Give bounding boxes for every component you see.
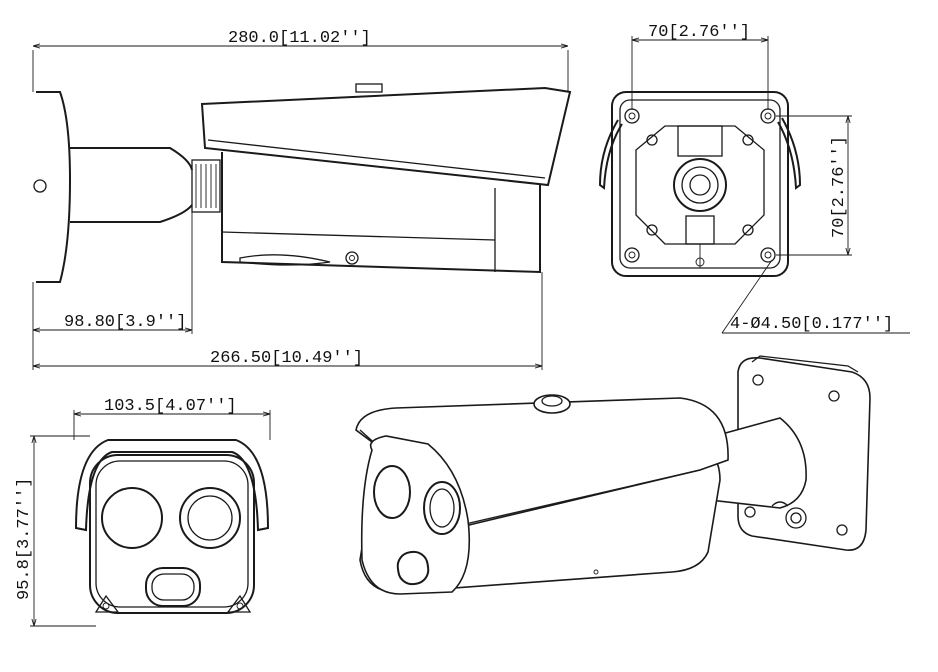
- side-view: 280.0[11.02''] 98.80[3.9''] 266.50[10.49…: [32, 29, 572, 370]
- dim-front-width: 103.5[4.07'']: [104, 397, 237, 416]
- dim-mount-holes: 4-Ø4.50[0.177'']: [730, 315, 893, 334]
- mount-plate-view: 70[2.76''] 70[2.76''] 4-Ø4.50[0.177'']: [598, 23, 910, 334]
- dim-body-length: 266.50[10.49'']: [210, 349, 363, 368]
- front-view: 103.5[4.07''] 95.8[3.77'']: [15, 397, 271, 627]
- dim-mount-height: 70[2.76'']: [830, 136, 849, 238]
- isometric-view: [355, 355, 871, 595]
- dim-overall-length: 280.0[11.02'']: [228, 29, 371, 48]
- dim-front-height: 95.8[3.77'']: [15, 478, 34, 600]
- dim-mount-width: 70[2.76'']: [648, 23, 750, 42]
- dim-bracket-length: 98.80[3.9'']: [64, 313, 186, 332]
